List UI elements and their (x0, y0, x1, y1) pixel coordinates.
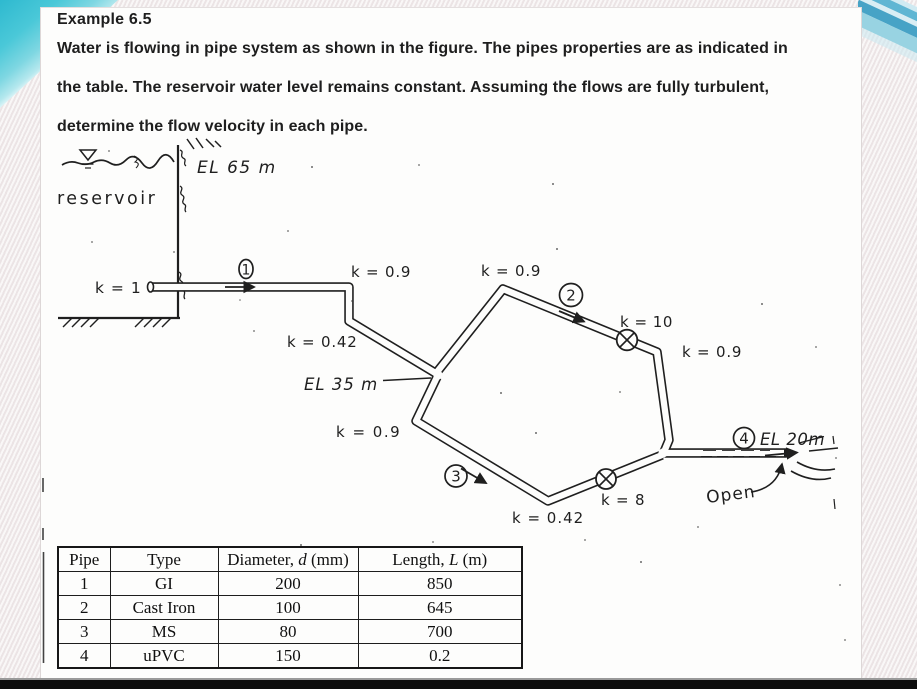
problem-text-line-3: determine the flow velocity in each pipe… (57, 118, 368, 135)
cell-type: GI (109, 571, 219, 596)
cell-type: Cast Iron (109, 595, 219, 620)
cell-length: 0.2 (357, 643, 523, 669)
table-header-type: Type (109, 546, 219, 572)
cell-pipe: 1 (57, 571, 111, 596)
cell-diameter: 100 (217, 595, 359, 620)
bottom-bar (0, 678, 917, 689)
cell-diameter: 150 (217, 643, 359, 669)
table-header-length: Length, L (m) (357, 546, 523, 572)
pipes-table: Pipe Type Diameter, d (mm) Length, L (m)… (57, 546, 523, 669)
cell-type: uPVC (109, 643, 219, 669)
table-header-pipe: Pipe (57, 546, 111, 572)
cell-type: MS (109, 619, 219, 644)
cell-diameter: 80 (217, 619, 359, 644)
cell-pipe: 2 (57, 595, 111, 620)
table-header-diameter: Diameter, d (mm) (217, 546, 359, 572)
cell-length: 645 (357, 595, 523, 620)
table-row: 4 uPVC 150 0.2 (57, 643, 523, 669)
cell-pipe: 4 (57, 643, 111, 669)
cell-pipe: 3 (57, 619, 111, 644)
table-row: 1 GI 200 850 (57, 571, 523, 596)
example-title: Example 6.5 (57, 11, 152, 28)
corner-decoration-top-right (858, 0, 917, 103)
table-row: 3 MS 80 700 (57, 619, 523, 644)
cell-length: 700 (357, 619, 523, 644)
table-header-row: Pipe Type Diameter, d (mm) Length, L (m) (57, 546, 523, 572)
problem-text-line-1: Water is flowing in pipe system as shown… (57, 40, 788, 57)
cell-diameter: 200 (217, 571, 359, 596)
cell-length: 850 (357, 571, 523, 596)
problem-text-line-2: the table. The reservoir water level rem… (57, 79, 770, 96)
table-row: 2 Cast Iron 100 645 (57, 595, 523, 620)
